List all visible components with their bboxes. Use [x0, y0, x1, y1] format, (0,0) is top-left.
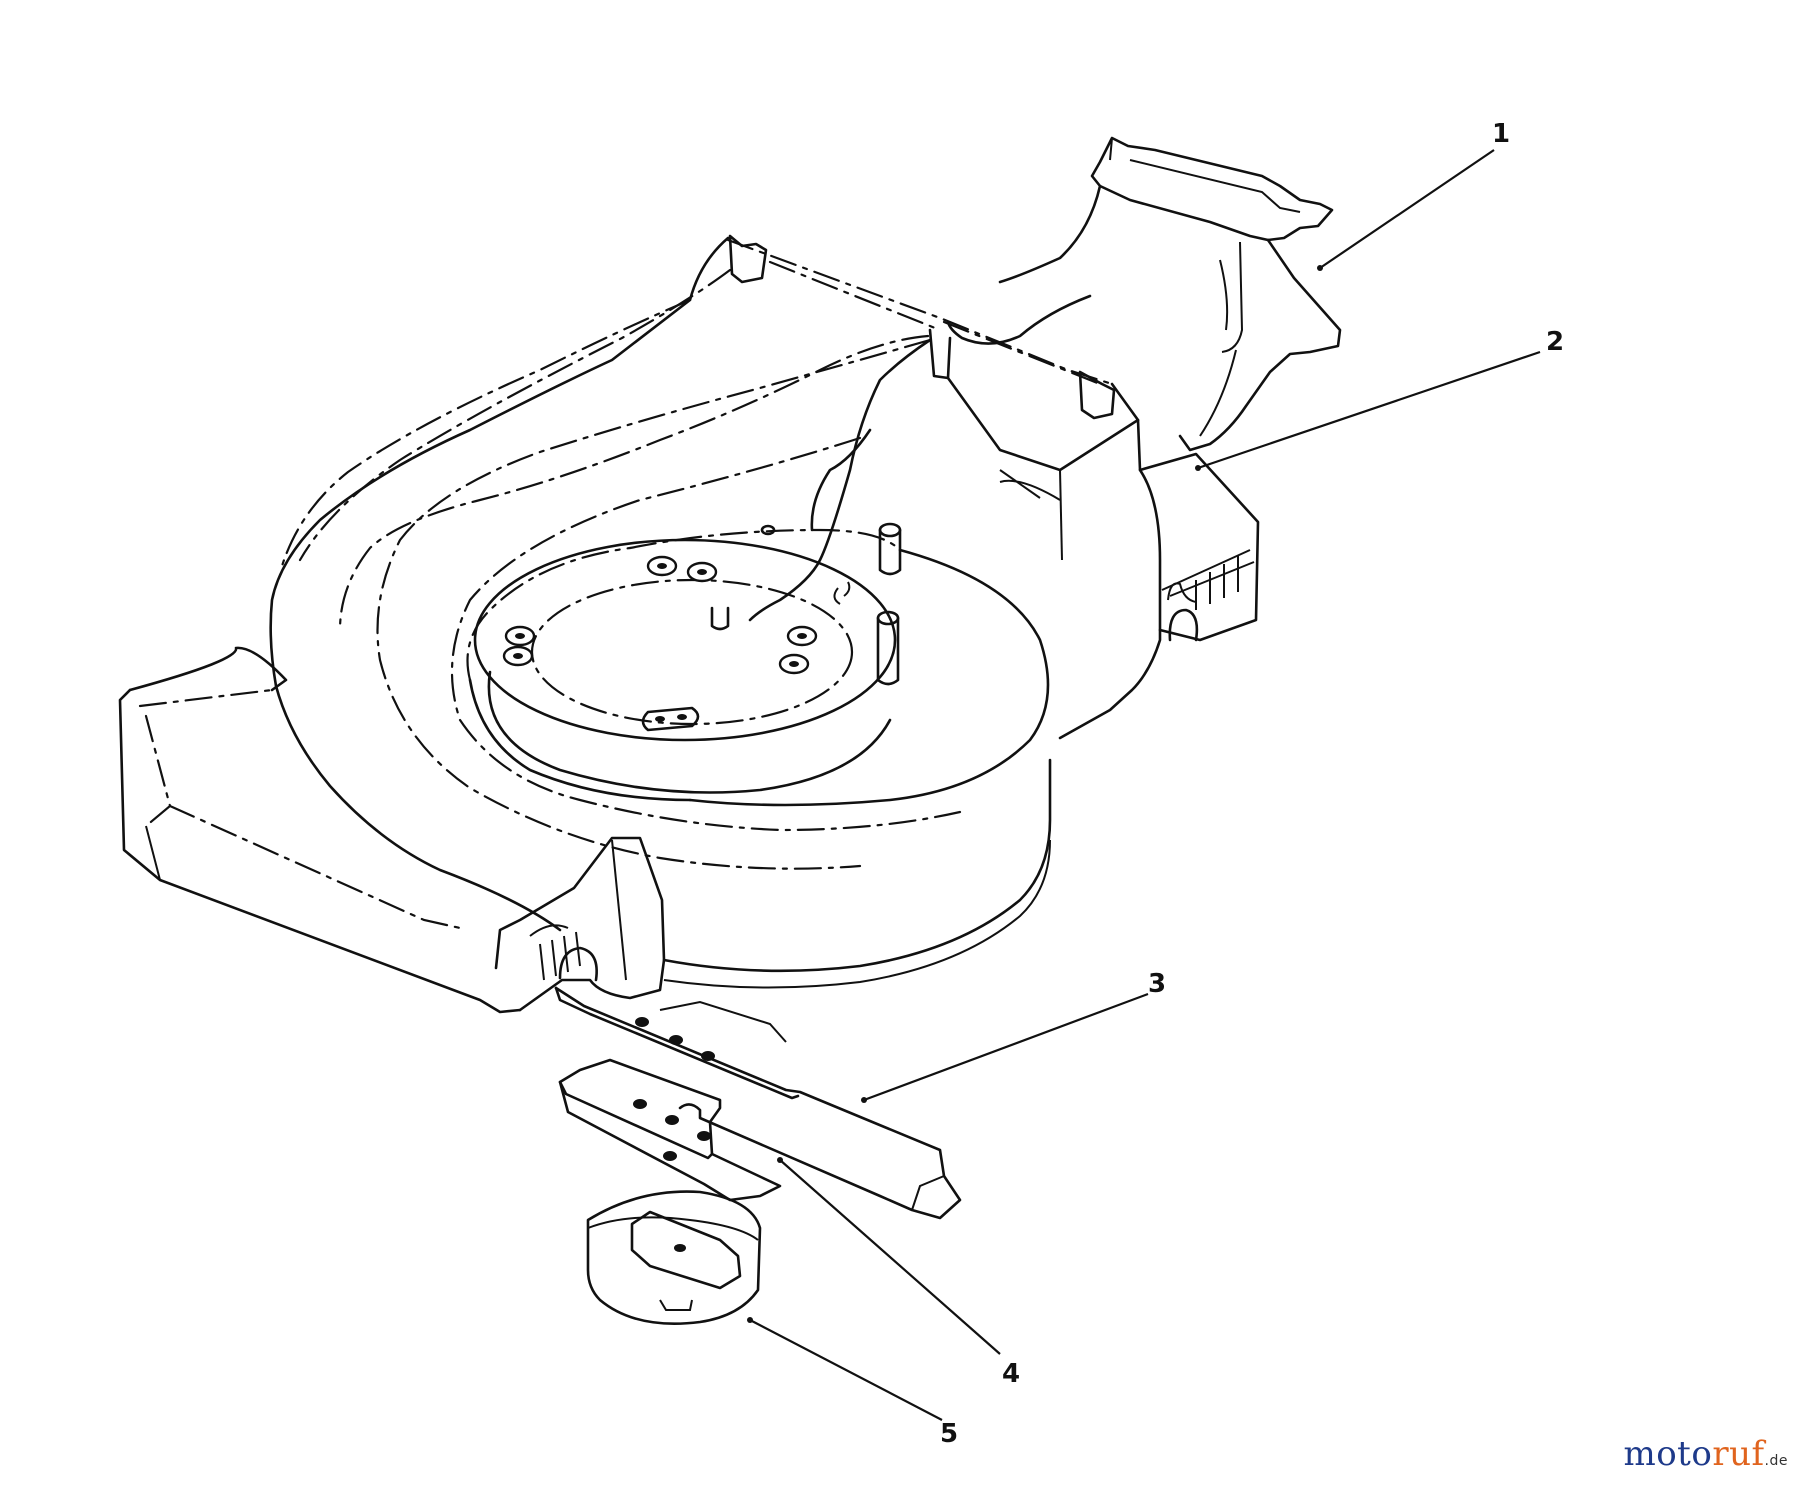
deck-mount-bosses — [502, 555, 818, 732]
blade-adapter — [586, 1190, 762, 1325]
discharge-chute — [998, 136, 1342, 452]
callout-4: 4 — [1002, 1359, 1020, 1389]
deck-studs — [710, 522, 902, 686]
watermark-logo: motoruf.de — [1623, 1434, 1788, 1474]
watermark-part1: moto — [1623, 1434, 1713, 1474]
callout-3: 3 — [1148, 969, 1166, 999]
mower-housing — [118, 234, 1260, 1014]
blade-stiffener — [558, 1058, 782, 1202]
callout-2: 2 — [1546, 327, 1564, 357]
blade — [554, 986, 962, 1220]
watermark-part2: ruf — [1712, 1434, 1765, 1474]
leader-lines — [747, 149, 1541, 1421]
watermark-tld: .de — [1764, 1453, 1788, 1469]
callout-1: 1 — [1492, 119, 1510, 149]
callout-5: 5 — [940, 1419, 958, 1449]
